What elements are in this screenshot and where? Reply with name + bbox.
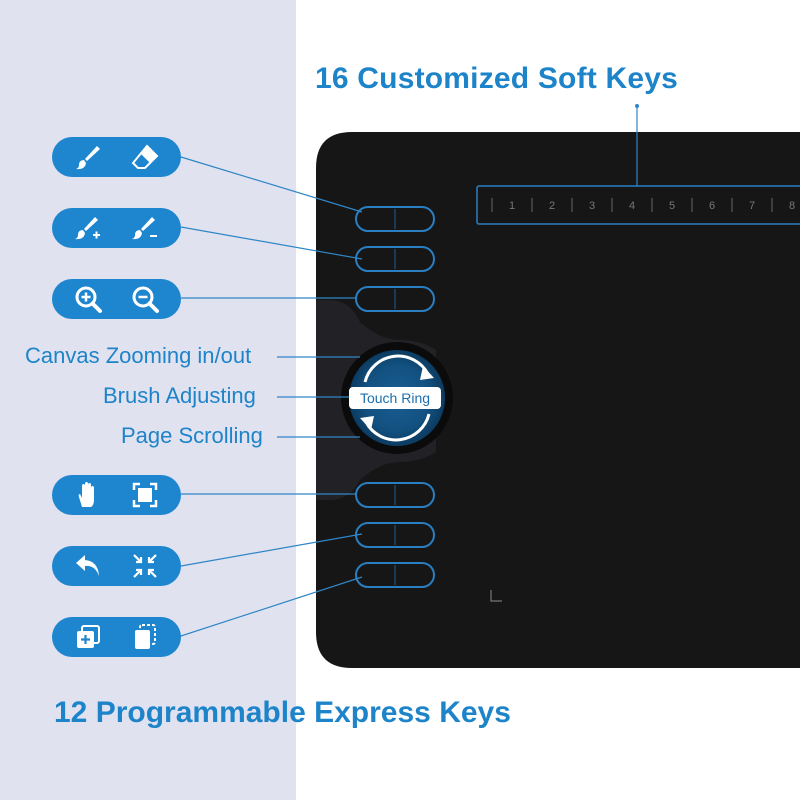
touch-ring-label: Touch Ring [360, 390, 430, 406]
touch-ring-function-scroll: Page Scrolling [121, 423, 263, 448]
soft-key-number: 7 [749, 200, 755, 212]
eraser-icon [128, 140, 162, 174]
fit-screen-icon [128, 478, 162, 512]
soft-key-number: 3 [589, 200, 595, 212]
hand-pan-icon [71, 478, 105, 512]
soft-key-dividers [491, 198, 773, 212]
active-area-corner-mark [490, 590, 502, 602]
soft-key-number: 1 [509, 200, 515, 212]
touch-ring-arrow-head-bottom [360, 416, 374, 430]
zoom-in-icon [71, 282, 105, 316]
express-keys-top [355, 206, 435, 312]
copy-layer-icon [128, 620, 162, 654]
soft-key-number: 5 [669, 200, 675, 212]
express-key-pair-5 [52, 546, 181, 586]
tablet-body [316, 132, 800, 668]
express-keys-bottom [355, 482, 435, 588]
left-panel-background [0, 0, 296, 800]
touch-ring-function-zoom: Canvas Zooming in/out [25, 343, 252, 368]
express-key-pair-3 [52, 279, 181, 319]
undo-icon [71, 549, 105, 583]
soft-keys-title: 16 Customized Soft Keys [315, 62, 679, 95]
touch-ring-function-brush: Brush Adjusting [103, 383, 256, 408]
soft-key-strip [476, 185, 800, 225]
soft-key-number: 6 [709, 200, 715, 212]
brush-minus-icon [128, 211, 162, 245]
new-layer-icon [71, 620, 105, 654]
soft-key-number: 2 [549, 200, 555, 212]
touch-ring-label-box [349, 387, 441, 409]
soft-key-leader-dot [635, 104, 639, 108]
zoom-out-icon [128, 282, 162, 316]
express-key-pair-2 [52, 208, 181, 248]
express-keys-title: 12 Programmable Express Keys [54, 696, 511, 729]
leader-lines [180, 106, 638, 637]
brush-plus-icon [71, 211, 105, 245]
touch-ring-arrow-head-top [420, 366, 434, 380]
express-key-pair-4 [52, 475, 181, 515]
shrink-icon [128, 549, 162, 583]
soft-key-number: 8 [789, 200, 795, 212]
soft-key-numbers: 1 2 3 4 5 6 7 8 [509, 200, 795, 212]
brush-icon [71, 140, 105, 174]
express-key-pair-6 [52, 617, 181, 657]
soft-key-number: 4 [629, 200, 635, 212]
express-key-pair-1 [52, 137, 181, 177]
touch-ring-arrows [363, 354, 431, 442]
